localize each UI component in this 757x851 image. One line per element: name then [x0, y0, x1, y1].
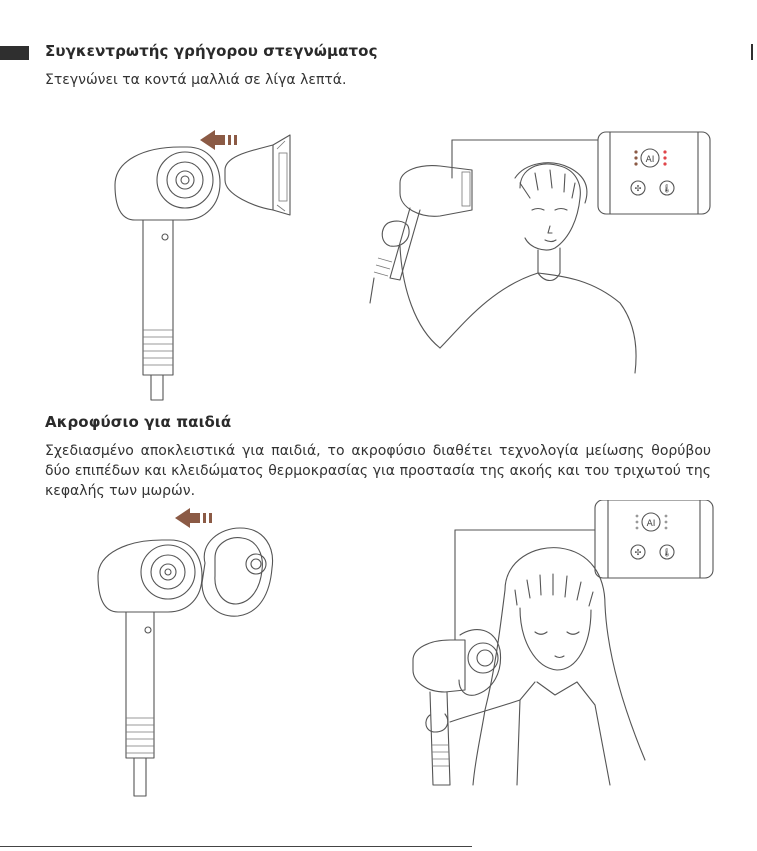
svg-text:🌡: 🌡	[662, 184, 672, 193]
ai-button-label-2: AI	[647, 519, 656, 529]
attach-arrow-icon	[175, 508, 212, 528]
section1-title: Συγκεντρωτής γρήγορου στεγνώματος	[45, 42, 378, 60]
man-drying-hair-illustration: AI ✣ 🌡	[369, 131, 711, 374]
svg-text:✣: ✣	[635, 184, 642, 193]
section2-title: Ακροφύσιο για παιδιά	[45, 413, 232, 431]
svg-text:✣: ✣	[635, 548, 642, 557]
girl-drying-hair-illustration: AI ✣ 🌡	[412, 500, 714, 786]
section2-description: Σχεδιασμένο αποκλειστικά για παιδιά, το …	[45, 443, 711, 499]
section-tab-marker	[0, 46, 29, 60]
dryer-with-kids-nozzle-illustration	[97, 508, 274, 797]
svg-text:🌡: 🌡	[662, 548, 672, 557]
footer-rule	[0, 846, 472, 847]
ai-button-label: AI	[646, 155, 655, 165]
page-edge-marker	[751, 44, 753, 60]
section1-description: Στεγνώνει τα κοντά μαλλιά σε λίγα λεπτά.	[45, 72, 347, 88]
dryer-with-concentrator-illustration	[114, 130, 291, 401]
attach-arrow-icon	[200, 130, 237, 150]
